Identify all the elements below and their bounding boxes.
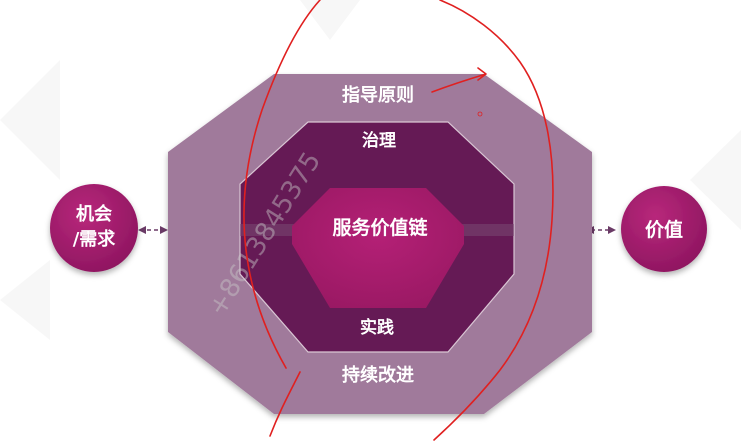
continual-improvement-label: 持续改进 [342,364,414,386]
opportunity-label: 机会 [76,203,112,225]
practices-label: 实践 [360,317,394,338]
right-arrow-icon [608,226,616,234]
opportunity-demand-circle [50,184,138,272]
left-arrow-right-icon [160,226,168,234]
governance-label: 治理 [362,130,396,151]
demand-label: /需求 [73,228,117,250]
annotation-dot [477,111,483,117]
red-annotation-strokes [243,0,554,441]
value-circle [621,186,707,272]
service-value-chain-label: 服务价值链 [332,216,427,239]
left-arrow-icon [138,226,146,234]
inner-hexagon [292,188,464,308]
value-label: 价值 [645,218,683,241]
background-decoration [0,0,741,340]
guiding-principles-label: 指导原则 [342,84,414,106]
